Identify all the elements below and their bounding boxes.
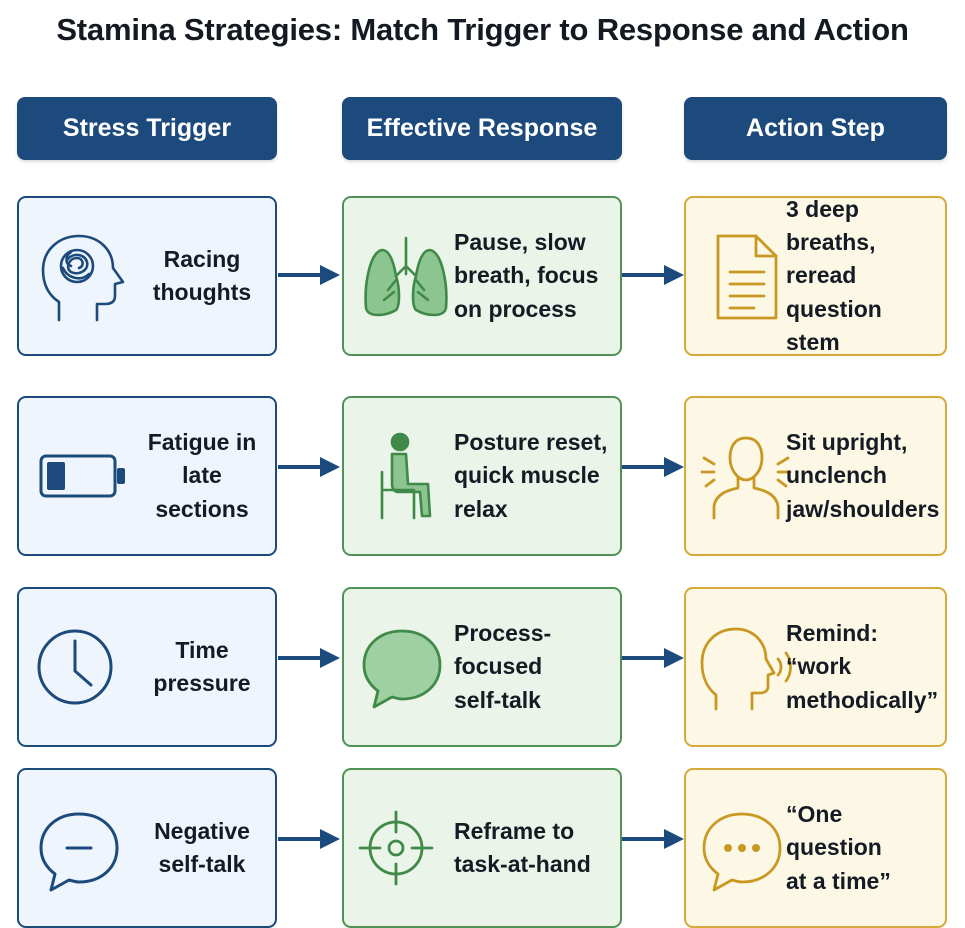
action-card-sit-upright: Sit upright, unclench jaw/shoulders — [684, 396, 947, 556]
response-card-slow-breath: Pause, slow breath, focus on process — [342, 196, 622, 356]
action-text: “One question at a time” — [786, 800, 891, 894]
header-effective-response: Effective Response — [342, 97, 622, 160]
arrow-icon — [622, 265, 684, 285]
ellipsis-bubble-icon — [698, 800, 794, 896]
response-text: Process-focused self-talk — [454, 619, 552, 713]
page-title: Stamina Strategies: Match Trigger to Res… — [56, 12, 909, 47]
arrow-icon — [278, 265, 340, 285]
action-card-one-question: “One question at a time” — [684, 768, 947, 928]
header-action-step: Action Step — [684, 97, 947, 160]
action-text: Sit upright, unclench jaw/shoulders — [786, 428, 940, 522]
trigger-card-time-pressure: Time pressure — [17, 587, 277, 747]
seated-person-icon — [358, 428, 454, 524]
lungs-icon — [358, 228, 454, 324]
response-text: Posture reset, quick muscle relax — [454, 428, 608, 522]
action-card-deep-breaths: 3 deep breaths, reread question stem — [684, 196, 947, 356]
header-stress-trigger: Stress Trigger — [17, 97, 277, 160]
minus-bubble-icon — [37, 800, 133, 896]
trigger-card-fatigue: Fatigue in late sections — [17, 396, 277, 556]
arrow-icon — [622, 829, 684, 849]
response-text: Pause, slow breath, focus on process — [454, 228, 599, 322]
action-text: 3 deep breaths, reread question stem — [786, 195, 882, 356]
arrow-icon — [278, 457, 340, 477]
arrow-icon — [278, 829, 340, 849]
trigger-text: Time pressure — [153, 636, 251, 696]
response-text: Reframe to task-at-hand — [454, 817, 591, 877]
arrow-icon — [278, 648, 340, 668]
arrow-icon — [622, 457, 684, 477]
trigger-text: Negative self-talk — [154, 817, 250, 877]
trigger-text: Racing thoughts — [152, 245, 252, 305]
clock-icon — [37, 619, 133, 715]
speech-bubble-icon — [358, 619, 454, 715]
document-icon — [698, 228, 794, 324]
speaking-head-icon — [698, 619, 794, 715]
response-card-self-talk: Process-focused self-talk — [342, 587, 622, 747]
head-tangled-thoughts-icon — [37, 228, 133, 324]
trigger-card-negative-self-talk: Negative self-talk — [17, 768, 277, 928]
trigger-card-racing-thoughts: Racing thoughts — [17, 196, 277, 356]
arrow-icon — [622, 648, 684, 668]
action-card-remind: Remind: “work methodically” — [684, 587, 947, 747]
response-card-posture-reset: Posture reset, quick muscle relax — [342, 396, 622, 556]
person-tension-icon — [698, 428, 794, 524]
response-card-reframe: Reframe to task-at-hand — [342, 768, 622, 928]
low-battery-icon — [37, 428, 133, 524]
target-icon — [358, 800, 454, 896]
action-text: Remind: “work methodically” — [786, 619, 939, 713]
trigger-text: Fatigue in late sections — [147, 428, 257, 522]
